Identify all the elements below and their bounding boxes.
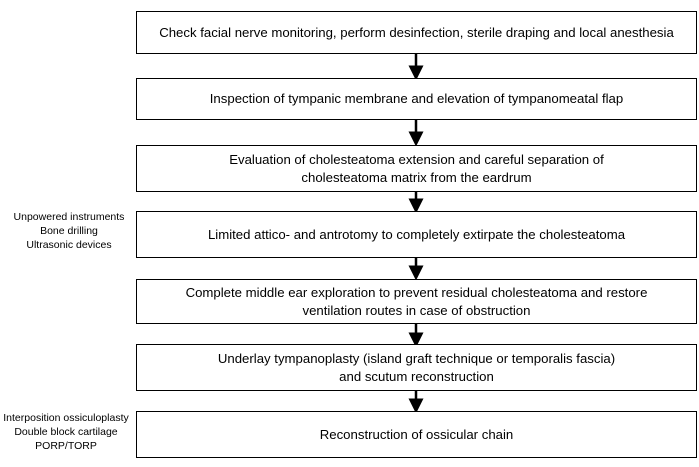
step-6-text: Underlay tympanoplasty (island graft tec…	[217, 350, 616, 384]
step-4-text: Limited attico- and antrotomy to complet…	[207, 226, 626, 242]
step-1-box: Check facial nerve monitoring, perform d…	[136, 11, 697, 54]
step-4-box: Limited attico- and antrotomy to complet…	[136, 211, 697, 258]
step-2-text: Inspection of tympanic membrane and elev…	[209, 91, 624, 106]
step-7-box: Reconstruction of ossicular chain	[136, 411, 697, 458]
step-2-box: Inspection of tympanic membrane and elev…	[136, 78, 697, 120]
step-5-box: Complete middle ear exploration to preve…	[136, 279, 697, 324]
ossicular-reconstruction-options: Interposition ossiculoplasty Double bloc…	[3, 412, 129, 452]
step-3-text: Evaluation of cholesteatoma extension an…	[229, 151, 604, 185]
step-3-box: Evaluation of cholesteatoma extension an…	[136, 145, 697, 192]
attico-antrotomy-options: Unpowered instruments Bone drilling Ultr…	[13, 211, 125, 251]
step-5-text: Complete middle ear exploration to preve…	[185, 284, 648, 318]
step-7-text: Reconstruction of ossicular chain	[319, 426, 514, 442]
step-6-box: Underlay tympanoplasty (island graft tec…	[136, 344, 697, 391]
step-1-text: Check facial nerve monitoring, perform d…	[159, 24, 674, 40]
